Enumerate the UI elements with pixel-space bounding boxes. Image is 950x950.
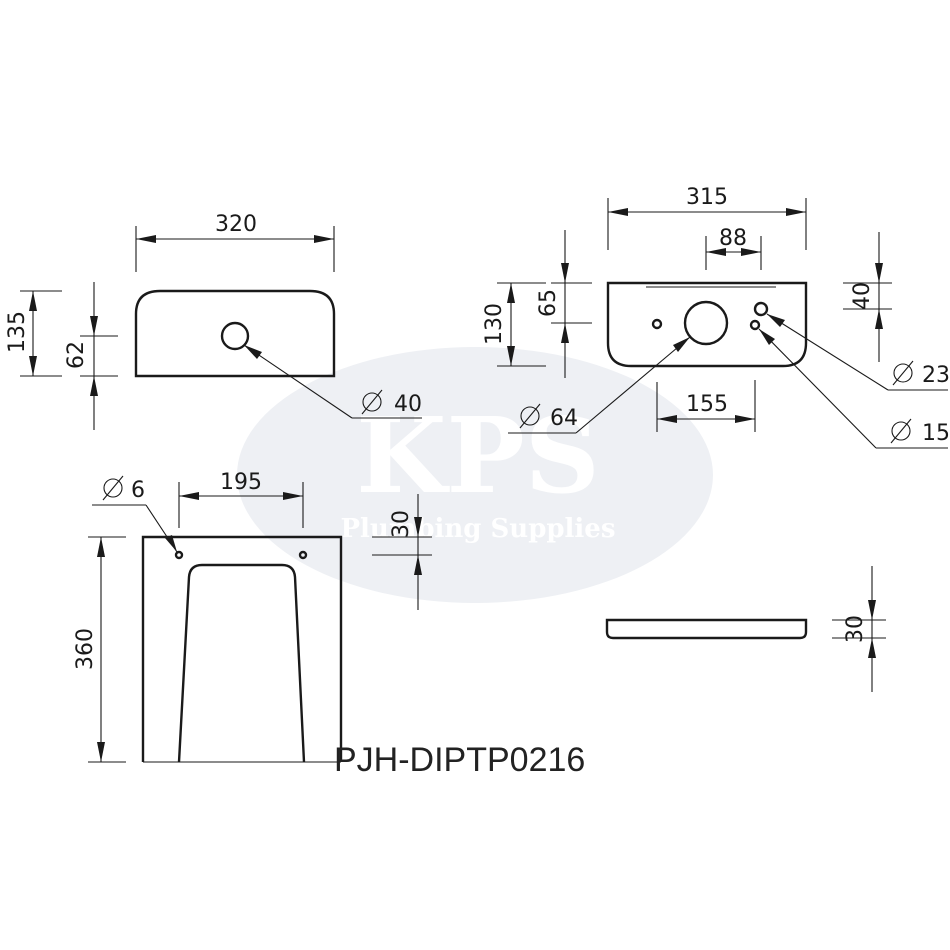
base-hole-15 [749,319,761,331]
dim-base-width: 315 [607,185,807,250]
dim-top-hole-dia: 6 [92,475,178,553]
dim-label-88: 88 [719,226,747,251]
dim-label-15: 15 [922,421,950,446]
dim-top-hole-spacing: 195 [178,470,304,528]
dim-label-40-base: 40 [850,282,875,310]
watermark-logo: KPS [356,394,600,517]
dim-base-small-height: 40 [843,232,892,362]
dim-lid-height: 135 [5,290,62,377]
dim-top-depth: 360 [73,536,126,763]
base-small-hole-left [651,318,663,330]
top-outline [141,535,343,762]
kps-watermark: KPS Plumbing Supplies [237,347,713,603]
base-front-view: 315 88 130 65 [482,185,950,449]
dim-lid-width: 320 [135,212,335,272]
dim-base-height: 130 [482,282,546,367]
dim-lid-hole-height: 62 [64,282,118,430]
dim-label-64: 64 [550,406,578,431]
dim-top-hole-offset: 30 [372,494,432,610]
base-hole-23 [753,301,769,317]
dim-label-40: 40 [394,392,422,417]
dim-base-large-hole-dia: 64 [508,336,691,434]
dim-label-130: 130 [482,303,507,345]
dim-base-hole-height: 65 [536,230,592,378]
dim-label-320: 320 [215,212,257,237]
top-view: 6 195 30 360 [73,470,432,763]
watermark-ellipse [237,347,713,603]
dim-lid-hole-dia: 40 [243,344,422,419]
dim-label-195: 195 [220,470,262,495]
dim-label-360: 360 [73,628,98,670]
dim-label-315: 315 [686,185,728,210]
dim-label-30-top: 30 [389,510,414,538]
dim-label-135: 135 [5,311,30,353]
lid-hole [220,321,250,351]
plate-outline [605,618,808,640]
dim-label-30-plate: 30 [843,615,868,643]
dim-base-hole-15: 15 [758,328,950,449]
top-cutout [177,563,306,763]
dim-base-hole-spacing: 88 [705,226,762,270]
dim-plate-thickness: 30 [832,566,886,692]
dim-label-155: 155 [686,392,728,417]
top-hole-left [174,550,184,560]
top-hole-right [298,550,308,560]
dim-label-23: 23 [922,363,950,388]
product-code: PJH-DIPTP0216 [334,741,585,779]
dim-label-65: 65 [536,289,561,317]
dim-label-6: 6 [131,478,145,503]
plate-side-view: 30 [605,566,886,692]
base-outline [606,281,808,368]
dim-base-hole-23: 23 [766,313,950,391]
lid-outline [134,289,336,378]
lid-front-view: 320 135 62 40 [5,212,422,430]
dim-label-62: 62 [64,341,89,369]
base-large-hole [683,300,729,346]
dim-base-offset: 155 [656,380,756,432]
watermark-tagline: Plumbing Supplies [340,514,615,544]
